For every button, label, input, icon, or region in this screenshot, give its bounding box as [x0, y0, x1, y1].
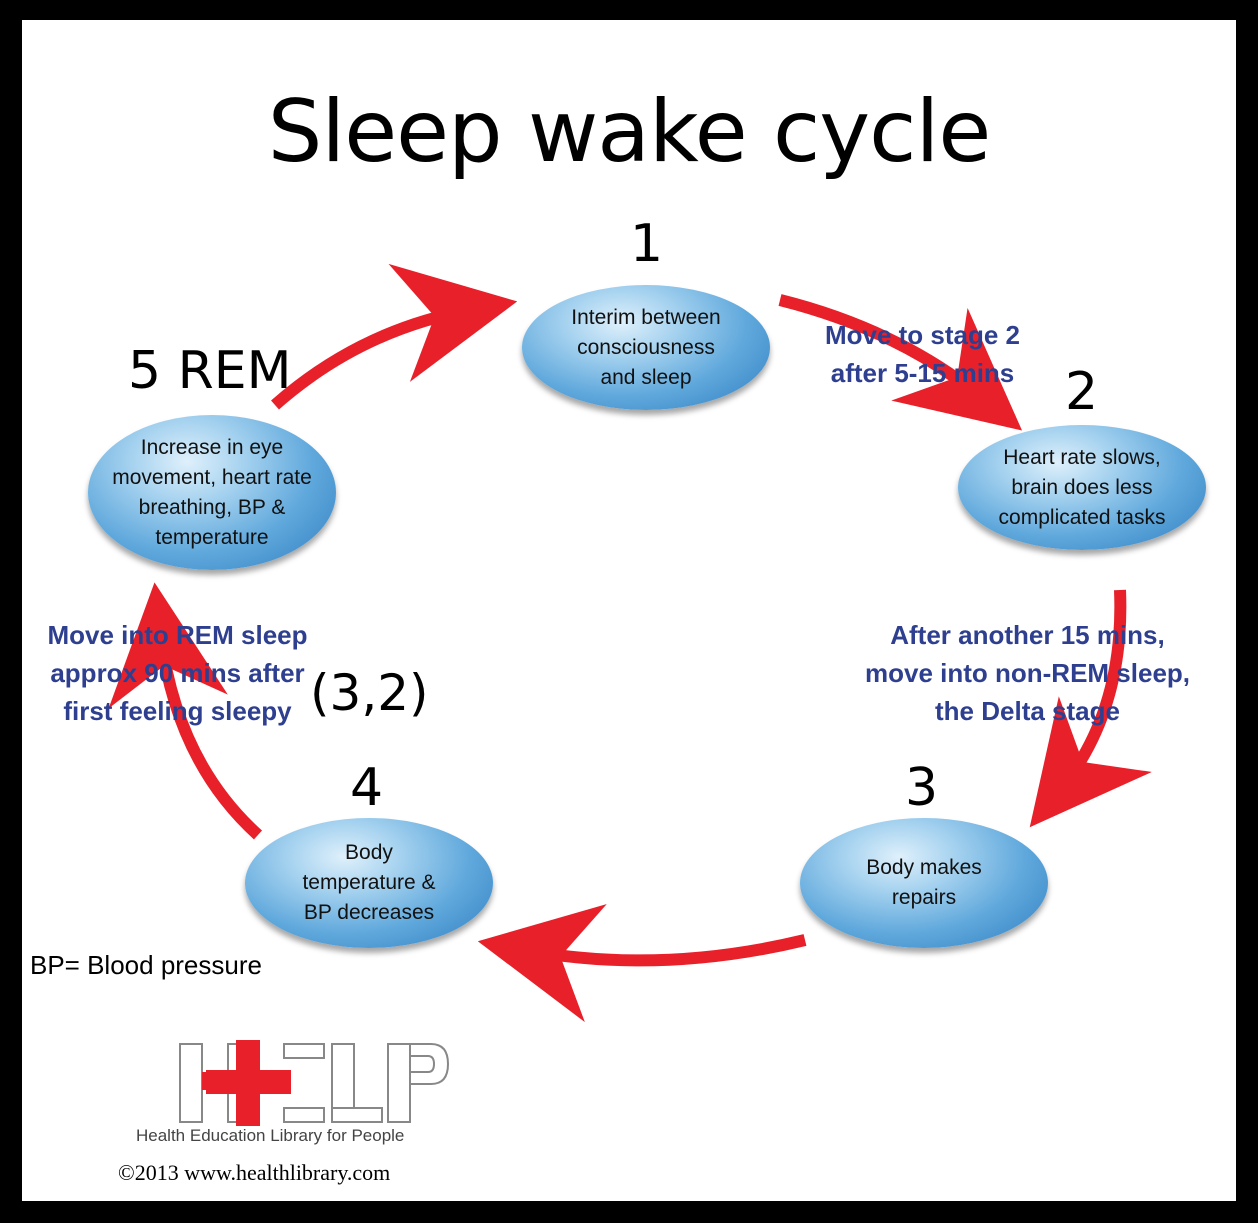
arrow-2-to-3	[1029, 589, 1152, 828]
diagram-title: Sleep wake cycle	[267, 82, 992, 182]
transition-note-rem: Move into REM sleep approx 90 mins after…	[47, 620, 308, 726]
arrow-5-to-1	[271, 263, 518, 410]
stage-4-number: 4	[350, 758, 384, 818]
transition-note-stage-2: Move to stage 2 after 5-15 mins	[824, 320, 1021, 388]
copyright: ©2013 www.healthlibrary.com	[118, 1160, 391, 1185]
stage-3-number: 3	[905, 758, 939, 818]
stage-1-number: 1	[630, 214, 664, 274]
cycle-note: (3,2)	[310, 664, 429, 722]
stage-5-number: 5 REM	[128, 341, 292, 401]
bp-legend: BP= Blood pressure	[30, 950, 262, 980]
stage-2-number: 2	[1065, 362, 1099, 422]
transition-note-delta: After another 15 mins, move into non-REM…	[864, 620, 1191, 726]
help-logo	[179, 1040, 450, 1126]
arrow-1-to-2	[778, 294, 1023, 431]
arrow-4-to-5	[108, 582, 263, 840]
logo-tagline: Health Education Library for People	[136, 1126, 405, 1145]
arrow-3-to-4	[477, 904, 807, 1023]
